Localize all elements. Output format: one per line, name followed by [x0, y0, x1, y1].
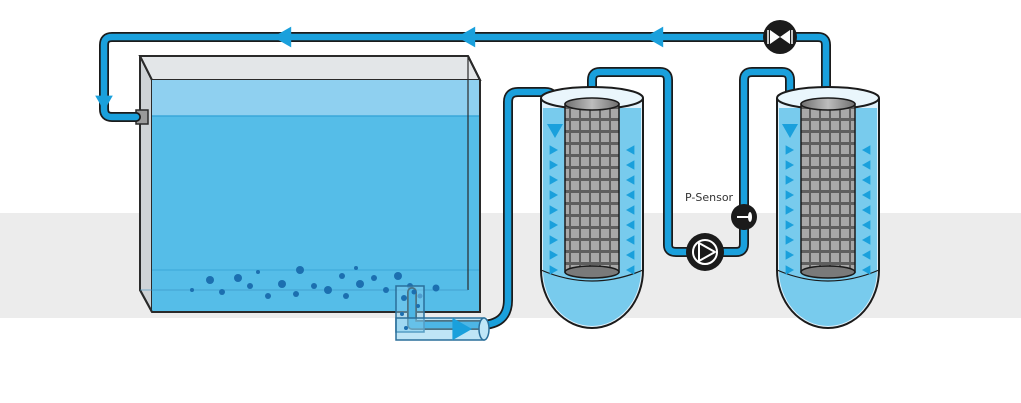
- flow-arrow-icon: [549, 220, 558, 230]
- filter-housing-1: [540, 86, 644, 329]
- inflow-arrows: [549, 145, 635, 275]
- pump-icon[interactable]: [686, 233, 724, 271]
- flow-arrow-icon: [626, 205, 635, 215]
- tank-top-rim: [138, 55, 482, 81]
- filter-housing-2: [776, 86, 880, 329]
- flow-arrow-icon: [785, 235, 794, 245]
- flow-arrow-icon: [862, 235, 871, 245]
- tank-water-surface: [152, 80, 480, 116]
- flow-arrow-icon: [95, 95, 113, 111]
- flow-arrow-icon: [785, 145, 794, 155]
- flow-arrow-icon: [782, 124, 798, 138]
- flow-arrow-icon: [862, 205, 871, 215]
- filter-cartridge: [564, 97, 620, 279]
- flow-arrow-icon: [626, 160, 635, 170]
- flow-arrow-icon: [785, 220, 794, 230]
- flow-arrow-icon: [785, 205, 794, 215]
- flow-arrow-icon: [547, 124, 563, 138]
- valve-icon[interactable]: [763, 20, 797, 54]
- flow-arrow-icon: [785, 190, 794, 200]
- flow-arrow-icon: [785, 175, 794, 185]
- filter-housings: [540, 86, 880, 329]
- flow-arrow-icon: [549, 205, 558, 215]
- water-tank: [135, 55, 482, 313]
- flow-arrow-icon: [549, 265, 558, 275]
- sediment-particles: [190, 266, 440, 299]
- flow-arrow-icon: [785, 160, 794, 170]
- flow-arrow-icon: [626, 175, 635, 185]
- flow-arrow-icon: [626, 190, 635, 200]
- flow-arrow-icon: [645, 26, 664, 48]
- flow-arrow-icon: [862, 175, 871, 185]
- flow-arrow-icon: [549, 250, 558, 260]
- pressure-sensor-icon: [731, 204, 757, 230]
- pressure-sensor-label: P-Sensor: [685, 191, 734, 204]
- flow-arrow-icon: [549, 160, 558, 170]
- flow-arrow-icon: [549, 235, 558, 245]
- flow-arrow-icon: [862, 160, 871, 170]
- flow-arrow-icon: [785, 265, 794, 275]
- flow-arrow-icon: [549, 175, 558, 185]
- tank-water: [152, 116, 480, 312]
- flow-arrow-icon: [862, 145, 871, 155]
- pipe-flow-arrows: [95, 26, 798, 341]
- flow-arrow-icon: [785, 250, 794, 260]
- flow-arrow-icon: [626, 145, 635, 155]
- flow-arrow-icon: [457, 26, 476, 48]
- flow-arrow-icon: [862, 265, 871, 275]
- pressure-sensor[interactable]: P-Sensor: [685, 191, 757, 230]
- flow-arrow-icon: [862, 250, 871, 260]
- flow-arrow-icon: [626, 250, 635, 260]
- flow-arrow-icon: [452, 317, 472, 341]
- flow-arrow-icon: [273, 26, 292, 48]
- flow-arrow-icon: [549, 145, 558, 155]
- tank-left-side: [139, 55, 153, 313]
- flow-arrow-icon: [862, 220, 871, 230]
- flow-arrow-icon: [626, 265, 635, 275]
- flow-arrow-icon: [862, 190, 871, 200]
- flow-arrow-icon: [626, 220, 635, 230]
- flow-arrow-icon: [626, 235, 635, 245]
- inflow-arrows: [785, 145, 871, 275]
- flow-arrow-icon: [549, 190, 558, 200]
- filter-cartridge: [800, 97, 856, 279]
